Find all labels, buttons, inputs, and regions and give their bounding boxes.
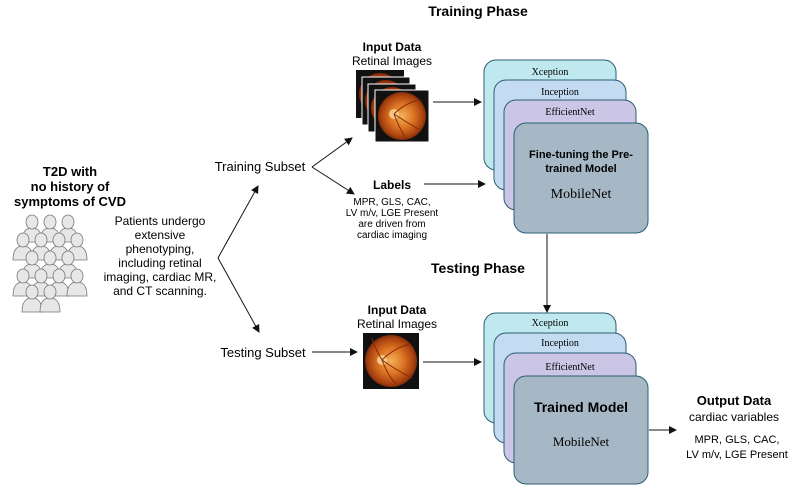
testing-subset-label: Testing Subset	[220, 345, 306, 360]
person-icon	[21, 284, 43, 313]
training-subset-label: Training Subset	[215, 159, 306, 174]
model-card-label: Xception	[532, 318, 569, 329]
arrow-to-testing-subset	[217, 257, 260, 333]
model-card-label: Inception	[541, 338, 579, 349]
model-card-label: Xception	[532, 67, 569, 78]
model-card-title: Trained Model	[534, 399, 628, 415]
testing-model-stack: Xception Inception EfficientNet Trained …	[483, 312, 649, 485]
person-icon	[12, 232, 34, 261]
arrow-to-training-subset	[217, 185, 259, 259]
arrow-to-labels	[311, 166, 355, 195]
model-card-title-line: Fine-tuning the Pre-	[529, 149, 633, 161]
labels-title: Labels	[373, 178, 411, 192]
output-subtitle: cardiac variables	[689, 410, 779, 424]
output-line: LV m/v, LGE Present	[686, 449, 788, 461]
labels-line: LV m/v, LGE Present	[346, 208, 439, 219]
testing-input-subtitle: Retinal Images	[357, 317, 437, 331]
population-title-line: no history of	[31, 179, 110, 194]
labels-line: MPR, GLS, CAC,	[353, 197, 430, 208]
model-card-label: Inception	[541, 87, 579, 98]
person-icon	[66, 232, 88, 261]
model-card-label: EfficientNet	[545, 107, 594, 118]
population-title: T2D with no history of symptoms of CVD	[14, 164, 126, 209]
description-line: and CT scanning.	[113, 284, 207, 298]
training-model-stack: Xception Inception EfficientNet Fine-tun…	[483, 59, 649, 234]
testing-input-title: Input Data	[368, 303, 427, 317]
population-title-line: T2D with	[43, 164, 97, 179]
description-line: including retinal	[118, 256, 201, 270]
model-card-model: MobileNet	[551, 187, 612, 202]
retinal-image-stack	[356, 70, 430, 143]
output-line: MPR, GLS, CAC,	[695, 434, 780, 446]
training-phase-title: Training Phase	[428, 3, 528, 19]
population-description: Patients undergo extensive phenotyping, …	[104, 214, 217, 298]
population-title-line: symptoms of CVD	[14, 194, 126, 209]
description-line: imaging, cardiac MR,	[104, 270, 217, 284]
patient-group-icon	[12, 214, 88, 313]
model-card-label: EfficientNet	[545, 362, 594, 373]
testing-phase-title: Testing Phase	[431, 260, 525, 276]
retinal-image	[363, 333, 419, 389]
model-card-model: MobileNet	[553, 434, 610, 449]
model-card-mobilenet	[513, 375, 649, 485]
description-line: extensive	[135, 228, 186, 242]
training-input-title: Input Data	[363, 40, 422, 54]
person-icon	[66, 268, 88, 297]
labels-line: are driven from	[358, 219, 425, 230]
labels-line: cardiac imaging	[357, 230, 427, 241]
model-card-mobilenet	[513, 122, 649, 234]
model-card-title-line: trained Model	[545, 163, 617, 175]
output-title: Output Data	[697, 393, 772, 408]
description-line: phenotyping,	[126, 242, 195, 256]
arrow-to-training-input	[311, 137, 353, 168]
training-input-subtitle: Retinal Images	[352, 54, 432, 68]
person-icon	[39, 284, 61, 313]
description-line: Patients undergo	[115, 214, 206, 228]
